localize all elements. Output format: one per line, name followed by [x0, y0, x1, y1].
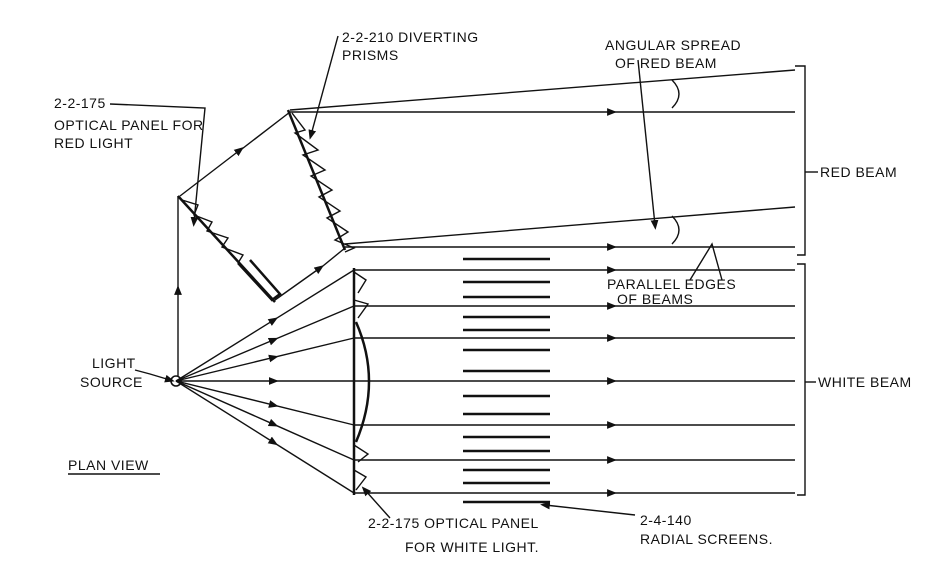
fan-ray: [273, 404, 355, 426]
red-light-path: [174, 111, 346, 376]
white-light-rays: [175, 266, 795, 497]
leader-lines: [109, 35, 723, 519]
red-beam-label: RED BEAM: [820, 164, 897, 180]
white-beam-label: WHITE BEAM: [818, 374, 912, 390]
beam-brackets: [795, 65, 818, 496]
fan-ray: [273, 442, 355, 494]
white-panel-label-1: 2-2-175 OPTICAL PANEL: [368, 515, 539, 531]
prisms-label-1: 2-2-210 DIVERTING: [342, 29, 479, 45]
fan-ray: [175, 380, 279, 408]
parallel-label-2: OF BEAMS: [617, 291, 693, 307]
screens-label-2: RADIAL SCREENS.: [640, 531, 773, 547]
prisms-label-2: PRISMS: [342, 47, 399, 63]
fan-ray: [175, 337, 279, 382]
source-label-1: LIGHT: [92, 355, 136, 371]
fan-ray: [273, 337, 355, 359]
red-panel-code: 2-2-175: [54, 95, 106, 111]
red-panel-label-2: RED LIGHT: [54, 135, 133, 151]
fan-ray: [273, 423, 355, 461]
fan-ray: [273, 305, 355, 341]
red-beam-rays: [289, 69, 796, 251]
fan-ray: [175, 380, 279, 446]
fan-ray: [175, 380, 279, 427]
source-label-2: SOURCE: [80, 374, 143, 390]
spread-label-2: OF RED BEAM: [615, 55, 717, 71]
plan-view-title: PLAN VIEW: [68, 457, 149, 473]
white-panel-label-2: FOR WHITE LIGHT.: [405, 539, 539, 555]
parallel-label-1: PARALLEL EDGES: [607, 276, 736, 292]
red-optical-panel: [177, 195, 282, 303]
radial-screens: [463, 257, 550, 504]
spread-label-1: ANGULAR SPREAD: [605, 37, 741, 53]
screens-label-1: 2-4-140: [640, 512, 692, 528]
diverting-prisms: [286, 109, 356, 253]
fan-ray: [175, 317, 279, 382]
red-panel-label-1: OPTICAL PANEL FOR: [54, 117, 204, 133]
white-optical-panel: [352, 268, 371, 495]
fan-ray: [175, 354, 279, 382]
fan-ray: [273, 269, 355, 321]
